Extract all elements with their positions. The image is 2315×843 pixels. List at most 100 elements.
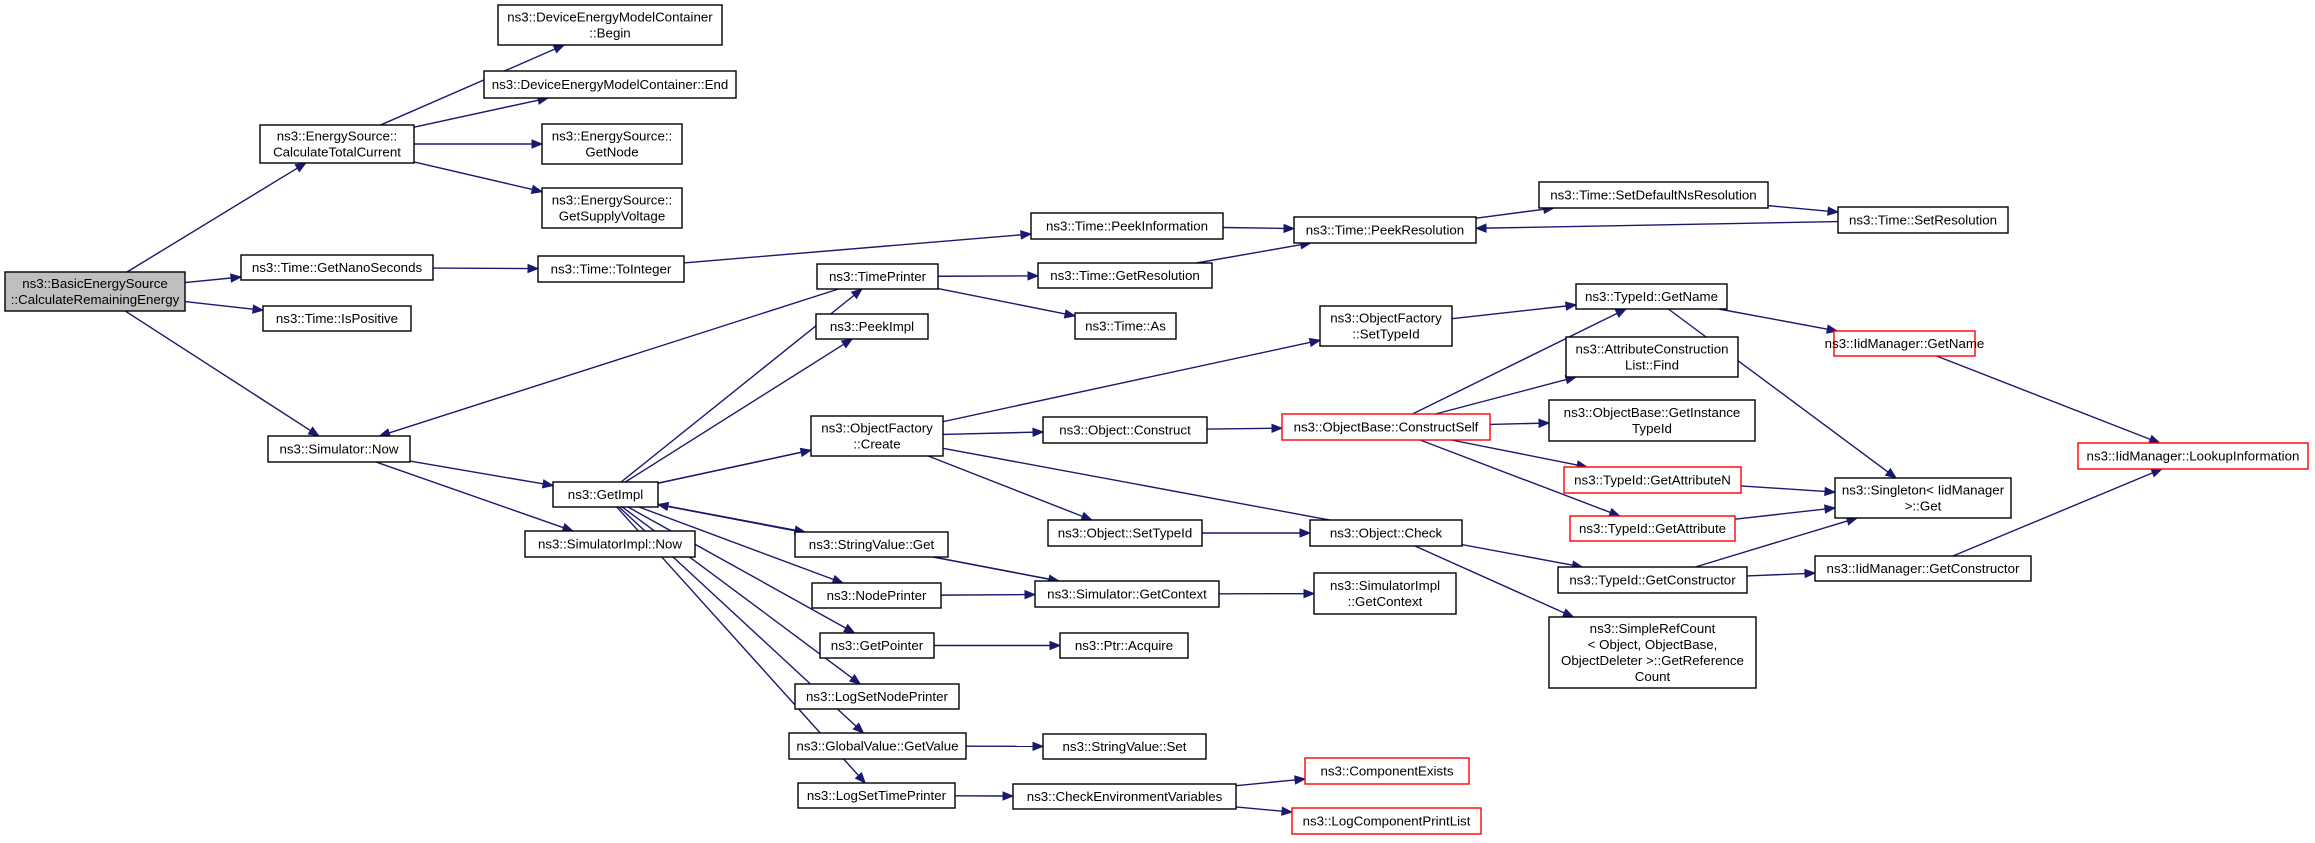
node-box[interactable] [240, 254, 434, 281]
node-simNow[interactable]: ns3::Simulator::Now [267, 435, 411, 463]
node-box[interactable] [1837, 206, 2009, 234]
node-logSetTimePrinter[interactable]: ns3::LogSetTimePrinter [797, 782, 956, 809]
node-box[interactable] [1569, 515, 1736, 542]
node-box[interactable] [794, 683, 960, 710]
node-simGetContext[interactable]: ns3::Simulator::GetContext [1034, 580, 1220, 608]
node-setResolution[interactable]: ns3::Time::SetResolution [1837, 206, 2009, 234]
node-simpleRefCount[interactable]: ns3::SimpleRefCount< Object, ObjectBase,… [1548, 616, 1757, 689]
node-toInteger[interactable]: ns3::Time::ToInteger [537, 255, 685, 283]
node-box[interactable] [1309, 519, 1463, 547]
node-typeIdGetName[interactable]: ns3::TypeId::GetName [1575, 283, 1728, 310]
node-peekImpl[interactable]: ns3::PeekImpl [815, 313, 929, 340]
node-box[interactable] [1563, 466, 1742, 494]
node-box[interactable] [1575, 283, 1728, 310]
node-box[interactable] [788, 732, 967, 760]
node-box[interactable] [794, 531, 949, 558]
node-box[interactable] [1834, 477, 2012, 519]
node-box[interactable] [1074, 312, 1177, 340]
node-box[interactable] [541, 187, 683, 229]
node-box[interactable] [524, 530, 696, 558]
node-demcEnd[interactable]: ns3::DeviceEnergyModelContainer::End [483, 70, 737, 99]
node-box[interactable] [811, 582, 942, 609]
node-simImplNow[interactable]: ns3::SimulatorImpl::Now [524, 530, 696, 558]
node-box[interactable] [1042, 416, 1208, 444]
node-box[interactable] [1538, 181, 1769, 209]
node-box[interactable] [497, 4, 723, 46]
node-typeIdGetAttrN[interactable]: ns3::TypeId::GetAttributeN [1563, 466, 1742, 494]
node-box[interactable] [1012, 783, 1237, 810]
node-singletonGet[interactable]: ns3::Singleton< IidManager>::Get [1834, 477, 2012, 519]
node-iidLookupInfo[interactable]: ns3::IidManager::LookupInformation [2077, 442, 2309, 470]
node-box[interactable] [1304, 757, 1470, 785]
node-objBaseConstructSelf[interactable]: ns3::ObjectBase::ConstructSelf [1281, 413, 1491, 441]
node-root[interactable]: ns3::BasicEnergySource::CalculateRemaini… [4, 271, 186, 312]
node-box[interactable] [537, 255, 685, 283]
node-getNanoSeconds[interactable]: ns3::Time::GetNanoSeconds [240, 254, 434, 281]
node-box[interactable] [1042, 733, 1207, 760]
node-demcBegin[interactable]: ns3::DeviceEnergyModelContainer::Begin [497, 4, 723, 46]
node-nodePrinter[interactable]: ns3::NodePrinter [811, 582, 942, 609]
node-box[interactable] [1291, 807, 1482, 835]
node-stringValueGet[interactable]: ns3::StringValue::Get [794, 531, 949, 558]
node-box[interactable] [1557, 566, 1748, 594]
node-objConstruct[interactable]: ns3::Object::Construct [1042, 416, 1208, 444]
node-box[interactable] [262, 305, 412, 332]
node-box[interactable] [1814, 555, 2032, 582]
node-ptrAcquire[interactable]: ns3::Ptr::Acquire [1059, 632, 1189, 659]
node-box[interactable] [1313, 572, 1457, 615]
node-objCheck[interactable]: ns3::Object::Check [1309, 519, 1463, 547]
node-box[interactable] [810, 415, 944, 457]
node-box[interactable] [2077, 442, 2309, 470]
node-box[interactable] [1281, 413, 1491, 441]
node-esGetSupplyVoltage[interactable]: ns3::EnergySource::GetSupplyVoltage [541, 187, 683, 229]
node-box[interactable] [815, 313, 929, 340]
node-box[interactable] [259, 124, 415, 164]
node-logComponentPrintList[interactable]: ns3::LogComponentPrintList [1291, 807, 1482, 835]
node-box[interactable] [1833, 330, 1976, 357]
node-getResolution[interactable]: ns3::Time::GetResolution [1037, 262, 1213, 289]
node-box[interactable] [1047, 519, 1203, 547]
node-logSetNodePrinter[interactable]: ns3::LogSetNodePrinter [794, 683, 960, 710]
node-typeIdGetConstructor[interactable]: ns3::TypeId::GetConstructor [1557, 566, 1748, 594]
node-typeIdGetAttr[interactable]: ns3::TypeId::GetAttribute [1569, 515, 1736, 542]
node-box[interactable] [1548, 616, 1757, 689]
node-iidGetConstructor[interactable]: ns3::IidManager::GetConstructor [1814, 555, 2032, 582]
node-box[interactable] [816, 263, 939, 290]
node-box[interactable] [1319, 305, 1453, 347]
node-peekInformation[interactable]: ns3::Time::PeekInformation [1030, 212, 1224, 240]
node-box[interactable] [4, 271, 186, 312]
node-setDefaultNsRes[interactable]: ns3::Time::SetDefaultNsResolution [1538, 181, 1769, 209]
node-box[interactable] [797, 782, 956, 809]
node-getPointer[interactable]: ns3::GetPointer [819, 632, 935, 659]
node-ofSetTypeId[interactable]: ns3::ObjectFactory::SetTypeId [1319, 305, 1453, 347]
node-componentExists[interactable]: ns3::ComponentExists [1304, 757, 1470, 785]
node-peekResolution[interactable]: ns3::Time::PeekResolution [1293, 216, 1477, 244]
node-box[interactable] [552, 481, 659, 508]
node-box[interactable] [1293, 216, 1477, 244]
node-ofCreate[interactable]: ns3::ObjectFactory::Create [810, 415, 944, 457]
node-box[interactable] [1565, 336, 1739, 378]
node-calcTotalCurrent[interactable]: ns3::EnergySource::CalculateTotalCurrent [259, 124, 415, 164]
node-globalValueGetValue[interactable]: ns3::GlobalValue::GetValue [788, 732, 967, 760]
node-box[interactable] [1037, 262, 1213, 289]
node-box[interactable] [541, 123, 683, 165]
node-timeAs[interactable]: ns3::Time::As [1074, 312, 1177, 340]
node-box[interactable] [1548, 399, 1756, 442]
node-checkEnvVars[interactable]: ns3::CheckEnvironmentVariables [1012, 783, 1237, 810]
node-getImpl[interactable]: ns3::GetImpl [552, 481, 659, 508]
node-stringValueSet[interactable]: ns3::StringValue::Set [1042, 733, 1207, 760]
node-box[interactable] [483, 70, 737, 99]
node-isPositive[interactable]: ns3::Time::IsPositive [262, 305, 412, 332]
node-iidGetName[interactable]: ns3::IidManager::GetName [1825, 330, 1985, 357]
node-simImplGetContext[interactable]: ns3::SimulatorImpl::GetContext [1313, 572, 1457, 615]
node-box[interactable] [1034, 580, 1220, 608]
node-box[interactable] [267, 435, 411, 463]
node-esGetNode[interactable]: ns3::EnergySource::GetNode [541, 123, 683, 165]
node-box[interactable] [819, 632, 935, 659]
node-box[interactable] [1030, 212, 1224, 240]
node-timePrinter[interactable]: ns3::TimePrinter [816, 263, 939, 290]
node-box[interactable] [1059, 632, 1189, 659]
node-objSetTypeId[interactable]: ns3::Object::SetTypeId [1047, 519, 1203, 547]
